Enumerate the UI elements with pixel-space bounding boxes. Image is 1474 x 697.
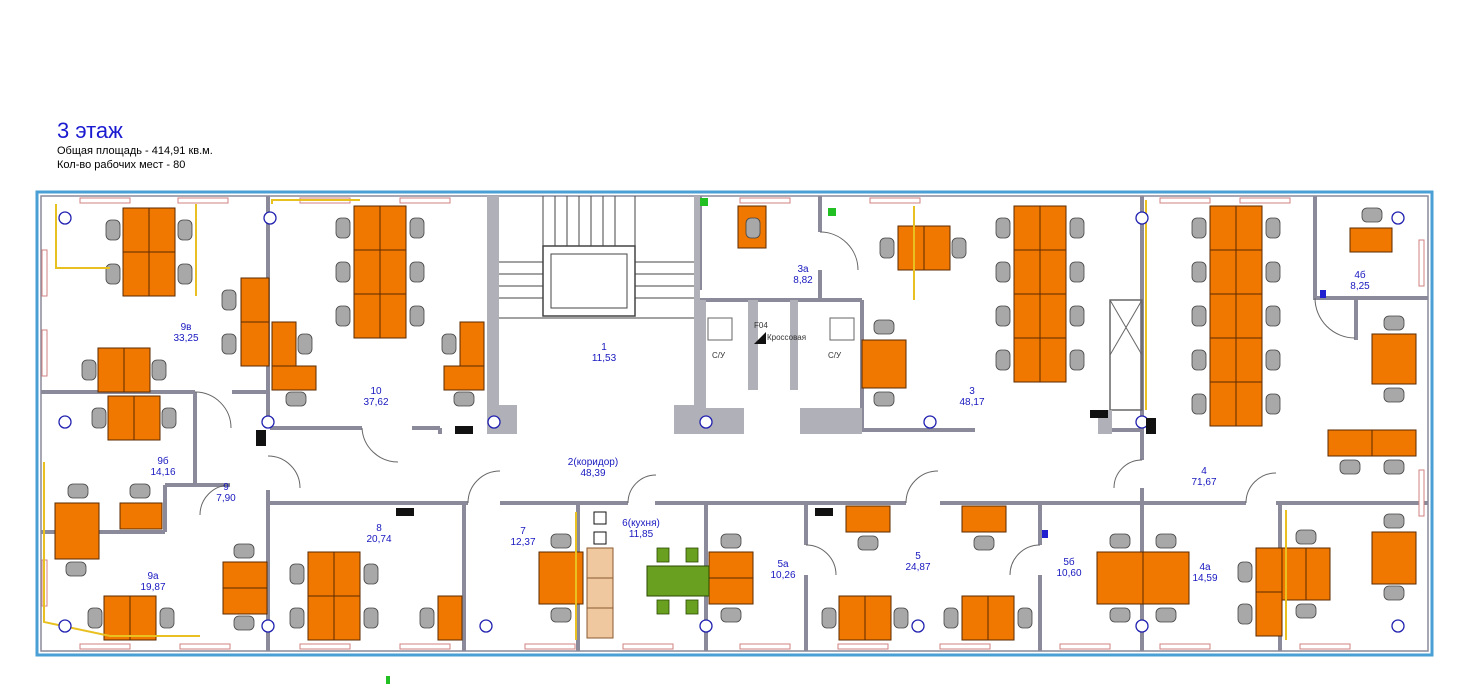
room-area: 8,25 xyxy=(1350,281,1370,292)
chairs xyxy=(65,207,1405,631)
cross-room-code: F04 xyxy=(754,321,768,330)
room-label-1: 111,53 xyxy=(592,342,617,364)
room-label-3: 348,17 xyxy=(959,386,984,408)
room-number: 10 xyxy=(370,386,382,397)
room-area: 12,37 xyxy=(510,537,535,548)
room-label-6: 6(кухня)11,85 xyxy=(622,518,660,540)
wc-left-label: С/У xyxy=(712,351,726,360)
room-number: 9 xyxy=(223,482,229,493)
room-area: 19,87 xyxy=(140,582,165,593)
floor-title: 3 этаж xyxy=(57,118,123,143)
room-number: 4 xyxy=(1201,466,1207,477)
room-number: 5б xyxy=(1063,556,1075,568)
columns xyxy=(58,211,1405,633)
room-number: 5а xyxy=(777,559,789,570)
room-number: 7 xyxy=(520,526,526,537)
doors xyxy=(194,231,1356,576)
room-label-5: 524,87 xyxy=(905,551,930,573)
room-number: 9а xyxy=(147,571,159,582)
wc-right-label: С/У xyxy=(828,351,842,360)
outer-walls xyxy=(35,190,1434,657)
room-area: 11,85 xyxy=(629,529,654,540)
room-number: 1 xyxy=(601,342,607,353)
room-number: 9б xyxy=(157,455,169,467)
plan-header: 3 этаж Общая площадь - 414,91 кв.м. Кол-… xyxy=(57,118,213,172)
room-label-4b: 4б8,25 xyxy=(1350,269,1370,292)
room-area: 33,25 xyxy=(173,333,198,344)
room-area: 11,53 xyxy=(592,353,617,364)
room-label-3a: 3а8,82 xyxy=(793,264,813,286)
room-area: 14,16 xyxy=(150,467,175,478)
internal-walls xyxy=(41,196,1428,651)
room-area: 10,60 xyxy=(1056,568,1081,579)
room-number: 6(кухня) xyxy=(622,518,660,529)
markers xyxy=(256,198,1326,684)
room-area: 48,17 xyxy=(959,397,984,408)
room-area: 71,67 xyxy=(1191,477,1216,488)
service-labels: С/У С/У Кроссовая F04 xyxy=(712,321,842,360)
room-area: 48,39 xyxy=(580,468,605,479)
workplaces-text: Кол-во рабочих мест - 80 xyxy=(57,159,186,171)
room-area: 20,74 xyxy=(366,534,391,545)
room-number: 4б xyxy=(1354,269,1366,281)
room-number: 8 xyxy=(376,523,382,534)
room-number: 4а xyxy=(1199,562,1211,573)
room-area: 8,82 xyxy=(793,275,813,286)
cross-room-label: Кроссовая xyxy=(767,333,806,342)
room-number: 5 xyxy=(915,551,921,562)
room-area: 14,59 xyxy=(1192,573,1217,584)
room-label-7: 712,37 xyxy=(510,526,535,548)
room-area: 10,26 xyxy=(770,570,795,581)
room-label-2: 2(коридор)48,39 xyxy=(568,457,618,479)
room-area: 7,90 xyxy=(216,493,236,504)
room-area: 24,87 xyxy=(905,562,930,573)
room-number: 3а xyxy=(797,264,809,275)
room-number: 2(коридор) xyxy=(568,457,618,468)
room-label-9: 97,90 xyxy=(216,482,236,504)
cable-runs xyxy=(43,199,1287,640)
room-area: 37,62 xyxy=(363,397,388,408)
kitchen xyxy=(586,547,710,639)
room-label-4: 471,67 xyxy=(1191,466,1216,488)
room-number: 9в xyxy=(181,322,192,333)
room-label-8: 820,74 xyxy=(366,523,391,545)
room-number: 3 xyxy=(969,386,975,397)
stair-core xyxy=(487,196,1143,434)
total-area-text: Общая площадь - 414,91 кв.м. xyxy=(57,145,213,157)
